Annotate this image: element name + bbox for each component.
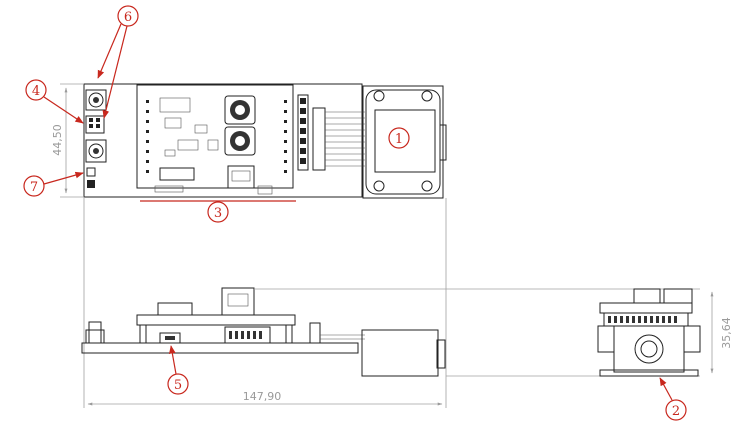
top-pin-header <box>85 115 105 134</box>
top-sma-connector-1 <box>85 89 107 111</box>
callout-6: 6 <box>97 5 139 119</box>
front-laser-body <box>613 325 685 373</box>
top-height-dimension: 44,50 <box>51 83 84 198</box>
top-header-strip <box>297 94 309 171</box>
svg-text:1: 1 <box>395 132 403 147</box>
side-base-board <box>81 342 359 354</box>
callout-2: 2 <box>659 377 687 421</box>
top-usb-connector <box>227 165 255 189</box>
top-board-outline <box>83 83 363 198</box>
top-laser-module <box>362 85 447 199</box>
side-laser-module <box>361 329 439 377</box>
callout-3: 3 <box>207 201 229 223</box>
top-daughter-board <box>136 84 294 189</box>
front-view: 35,64 <box>597 288 733 377</box>
top-inductor-2 <box>224 126 256 156</box>
top-sma-connector-2 <box>85 139 107 163</box>
callout-4: 4 <box>25 79 84 124</box>
svg-text:4: 4 <box>32 84 40 99</box>
callout-1: 1 <box>388 127 410 149</box>
callout-7: 7 <box>23 171 84 197</box>
side-ribbon-header <box>224 326 271 344</box>
top-view: 44,50 <box>51 83 447 202</box>
svg-text:3: 3 <box>214 206 222 221</box>
top-small-parts <box>86 167 96 188</box>
svg-text:5: 5 <box>174 378 182 393</box>
svg-text:7: 7 <box>30 180 38 195</box>
svg-text:2: 2 <box>672 404 680 419</box>
top-ribbon-connector <box>159 167 195 181</box>
top-inductor-1 <box>224 95 256 125</box>
dim-height-top: 44,50 <box>51 124 64 156</box>
top-flat-cable <box>312 107 365 171</box>
side-view <box>81 287 700 377</box>
dim-width-bottom: 147,90 <box>243 390 282 403</box>
top-pad-rows <box>146 100 287 173</box>
side-usb-connector <box>221 287 255 316</box>
callout-5: 5 <box>167 345 189 395</box>
svg-text:6: 6 <box>124 10 132 25</box>
top-smd-components <box>159 97 219 157</box>
side-micro-usb <box>159 332 181 344</box>
dim-height-side: 35,64 <box>720 317 733 349</box>
side-daughter-board <box>136 314 296 326</box>
width-dimension: 147,90 <box>87 390 443 406</box>
